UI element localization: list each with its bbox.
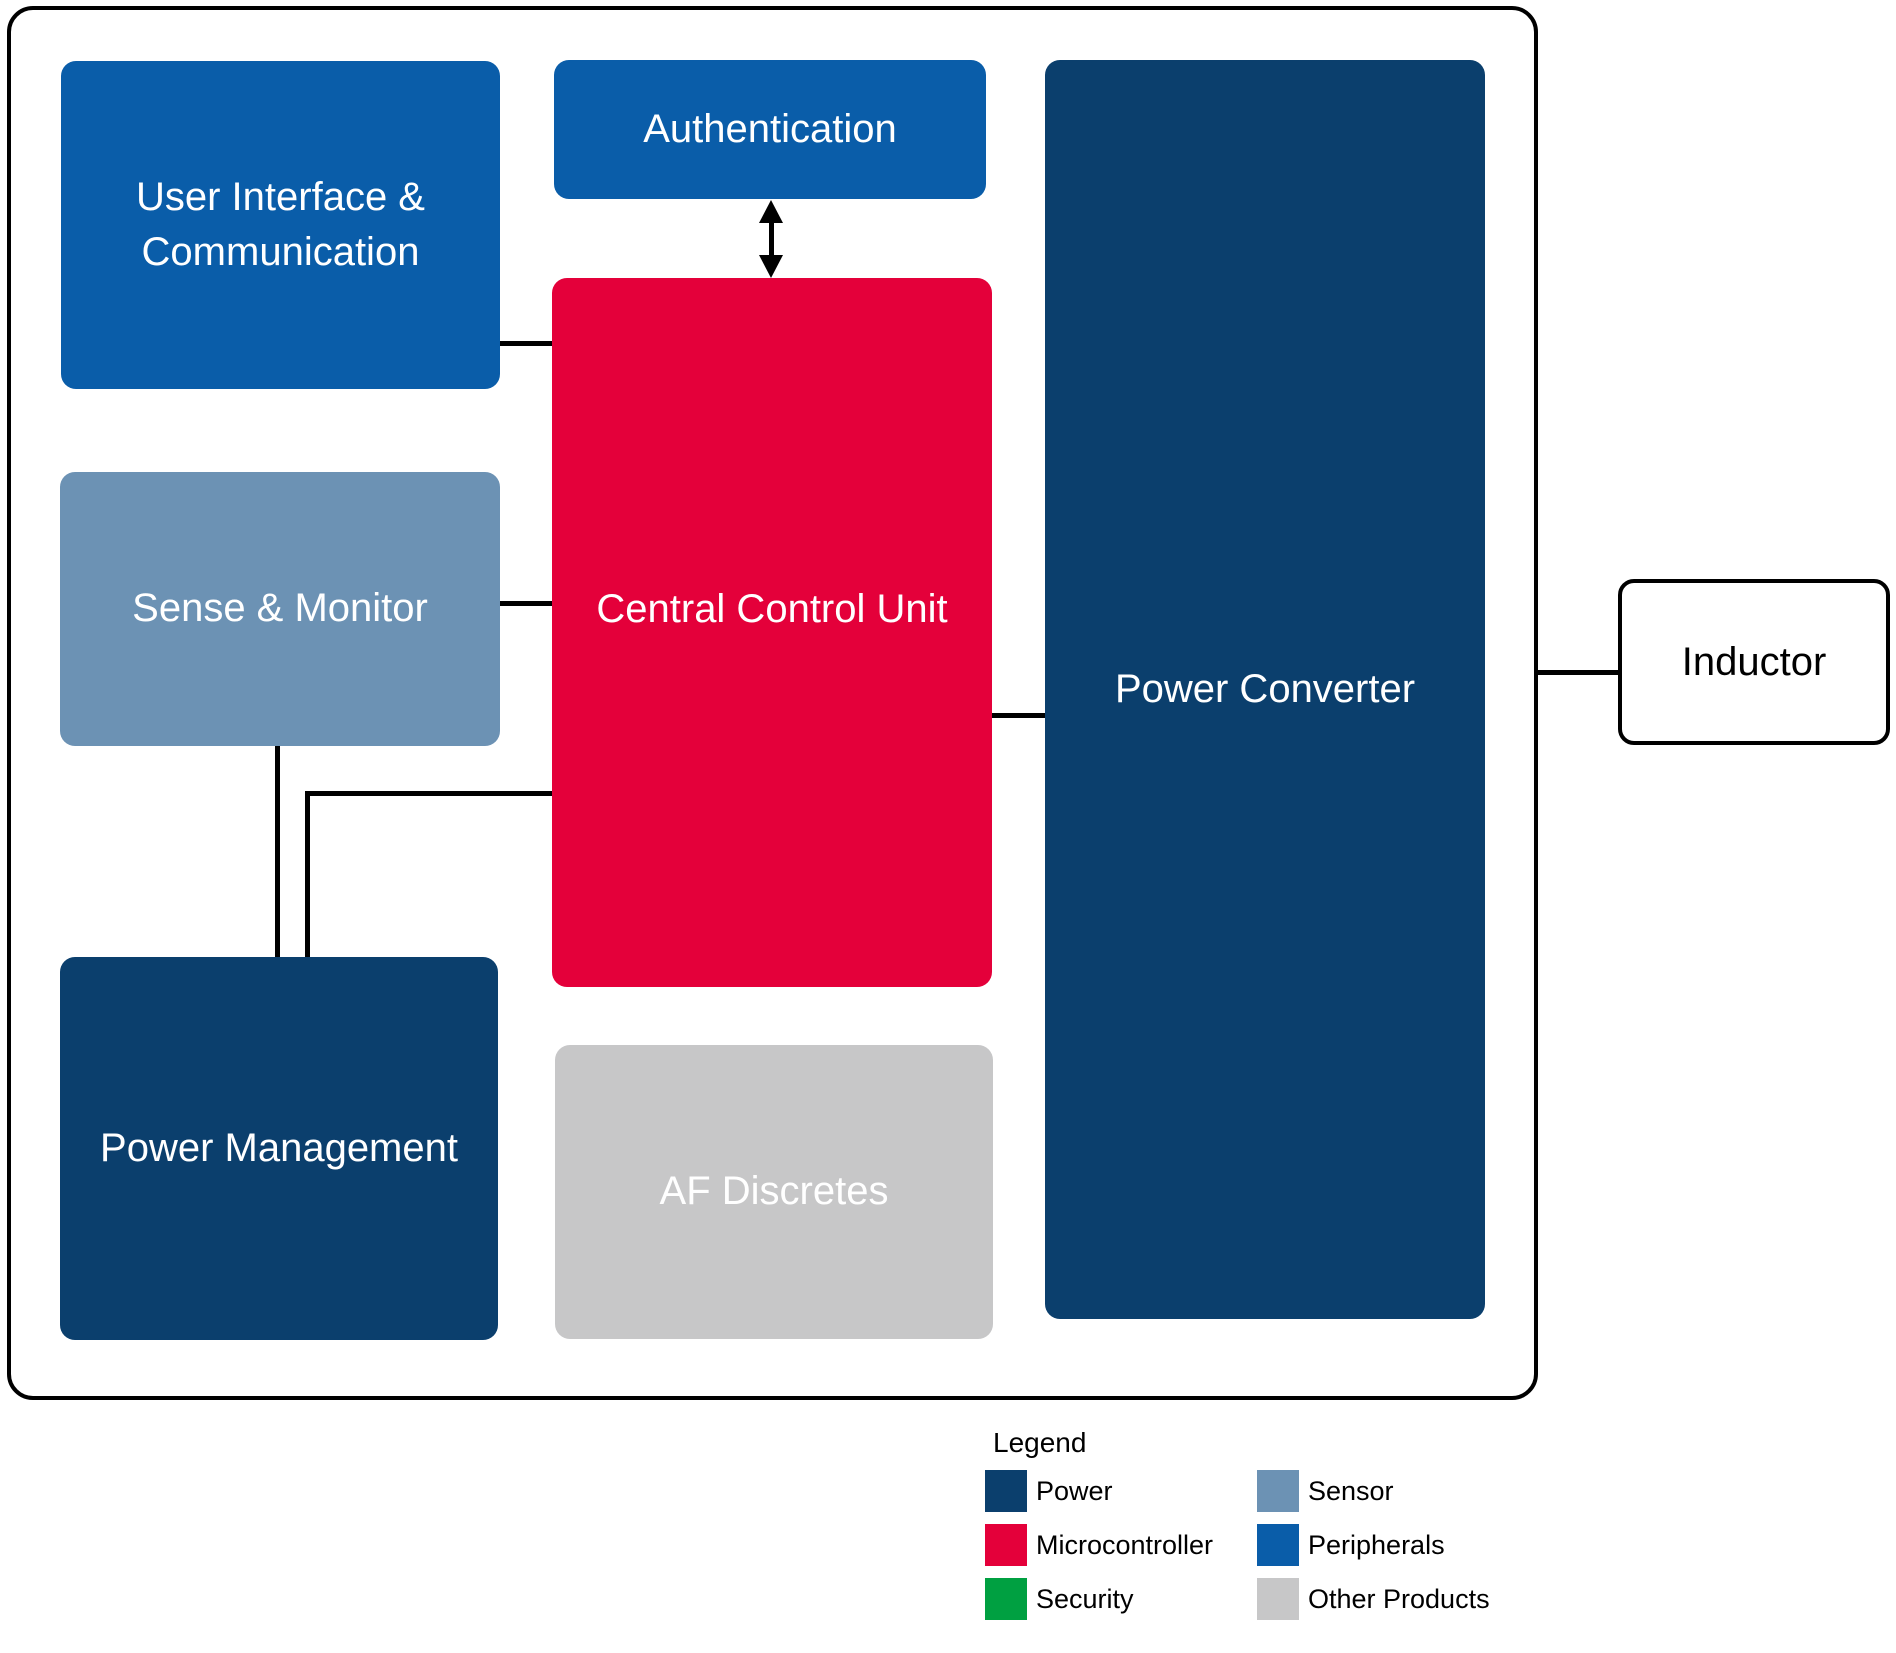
connector-power-management-elbow-vertical <box>305 791 310 957</box>
legend-label: Peripherals <box>1308 1529 1445 1560</box>
arrow-auth-ccu-shaft <box>769 210 774 268</box>
block-power-management: Power Management <box>60 957 498 1340</box>
block-label: Central Control Unit <box>596 586 948 631</box>
label-line-2: Communication <box>141 230 420 274</box>
block-label: Inductor <box>1681 639 1827 684</box>
block-user-interface-communication: User Interface & Communication <box>61 61 500 389</box>
legend-item-power: Power <box>985 1470 1213 1512</box>
block-label: Sense & Monitor <box>132 586 428 631</box>
block-sense-monitor: Sense & Monitor <box>60 472 500 746</box>
block-power-converter: Power Converter <box>1045 60 1485 1319</box>
block-label: User Interface & Communication <box>136 170 425 280</box>
legend-column-2: Sensor Peripherals Other Products <box>1257 1470 1490 1620</box>
block-af-discretes: AF Discretes <box>555 1045 993 1339</box>
connector-sense-to-ccu <box>500 601 552 606</box>
arrow-down-icon <box>759 255 783 278</box>
legend-item-peripherals: Peripherals <box>1257 1524 1490 1566</box>
legend-column-1: Power Microcontroller Security <box>985 1470 1213 1620</box>
legend-item-microcontroller: Microcontroller <box>985 1524 1213 1566</box>
legend-item-other-products: Other Products <box>1257 1578 1490 1620</box>
arrow-up-icon <box>759 200 783 223</box>
legend-item-sensor: Sensor <box>1257 1470 1490 1512</box>
connector-ccu-to-power-converter <box>992 713 1045 718</box>
block-label: Power Converter <box>1114 666 1416 711</box>
block-label: Power Management <box>100 1125 458 1170</box>
legend-item-security: Security <box>985 1578 1213 1620</box>
block-label: AF Discretes <box>659 1169 889 1214</box>
legend-label: Power <box>1036 1475 1113 1506</box>
block-inductor: Inductor <box>1618 579 1890 745</box>
block-label: Authentication <box>643 106 897 151</box>
legend-swatch-sensor <box>1257 1470 1299 1512</box>
legend-swatch-other-products <box>1257 1578 1299 1620</box>
block-central-control-unit: Central Control Unit <box>552 278 992 987</box>
block-authentication: Authentication <box>554 60 986 199</box>
label-line-1: User Interface & <box>135 174 425 219</box>
legend-swatch-security <box>985 1578 1027 1620</box>
legend-title: Legend <box>993 1427 1087 1458</box>
connector-boundary-to-inductor <box>1538 670 1618 675</box>
legend-label: Security <box>1036 1583 1134 1614</box>
legend-label: Microcontroller <box>1036 1529 1214 1560</box>
connector-ui-to-ccu <box>500 341 552 346</box>
legend-swatch-peripherals <box>1257 1524 1299 1566</box>
legend-label: Sensor <box>1308 1475 1394 1506</box>
connector-power-management-to-ccu <box>305 791 552 796</box>
connector-sense-to-power-management <box>275 746 280 957</box>
legend-swatch-microcontroller <box>985 1524 1027 1566</box>
legend-label: Other Products <box>1308 1583 1490 1614</box>
legend-swatch-power <box>985 1470 1027 1512</box>
